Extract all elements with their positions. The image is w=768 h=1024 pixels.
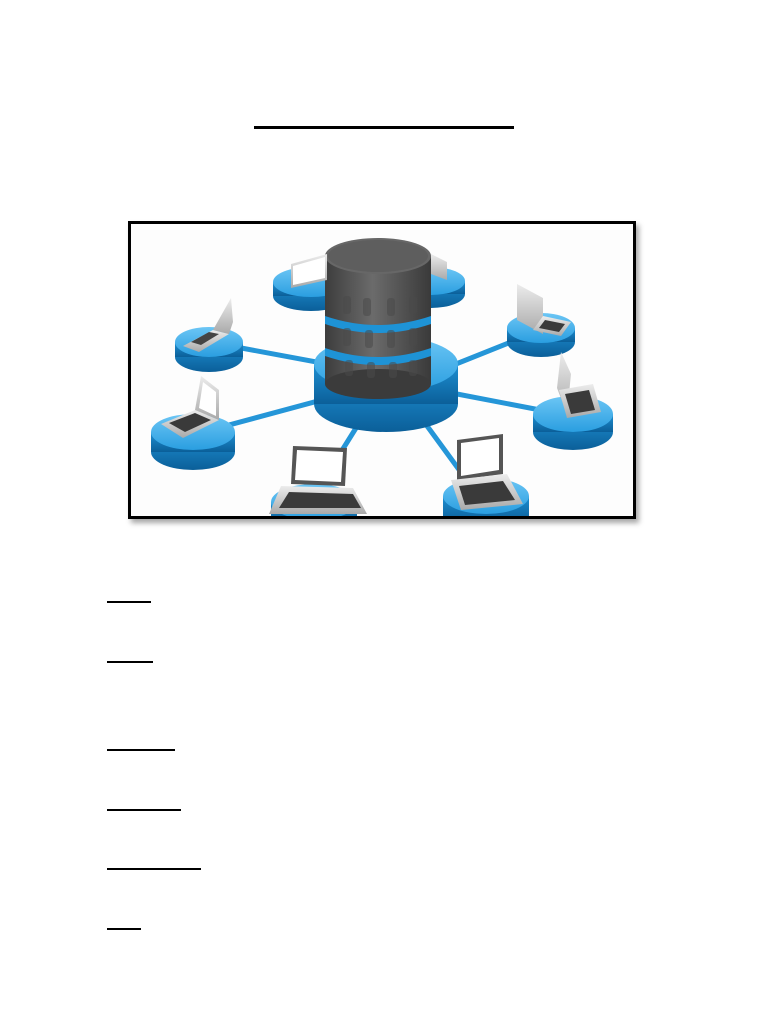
laptop-icons	[161, 254, 601, 514]
laptop-right-lower-icon	[557, 352, 601, 418]
blank-rule-6	[107, 928, 141, 930]
figure-frame	[128, 221, 636, 519]
laptop-left-lower-icon	[161, 376, 219, 438]
laptop-left-upper-icon	[183, 298, 233, 352]
database-network-illustration	[151, 238, 613, 516]
laptop-bottom-right-icon	[451, 434, 523, 510]
blank-rule-2	[107, 661, 153, 663]
laptop-top-right-icon	[431, 254, 447, 280]
laptop-right-upper-icon	[517, 284, 571, 336]
blank-rule-4	[107, 809, 181, 811]
blank-rule-5	[107, 868, 201, 870]
blank-rule-1	[107, 601, 151, 603]
database-cylinder-icon	[325, 238, 431, 399]
laptop-bottom-left-icon	[269, 446, 367, 514]
blank-rule-3	[107, 749, 175, 751]
title-underline	[254, 126, 514, 129]
laptop-top-left-icon	[291, 254, 327, 288]
